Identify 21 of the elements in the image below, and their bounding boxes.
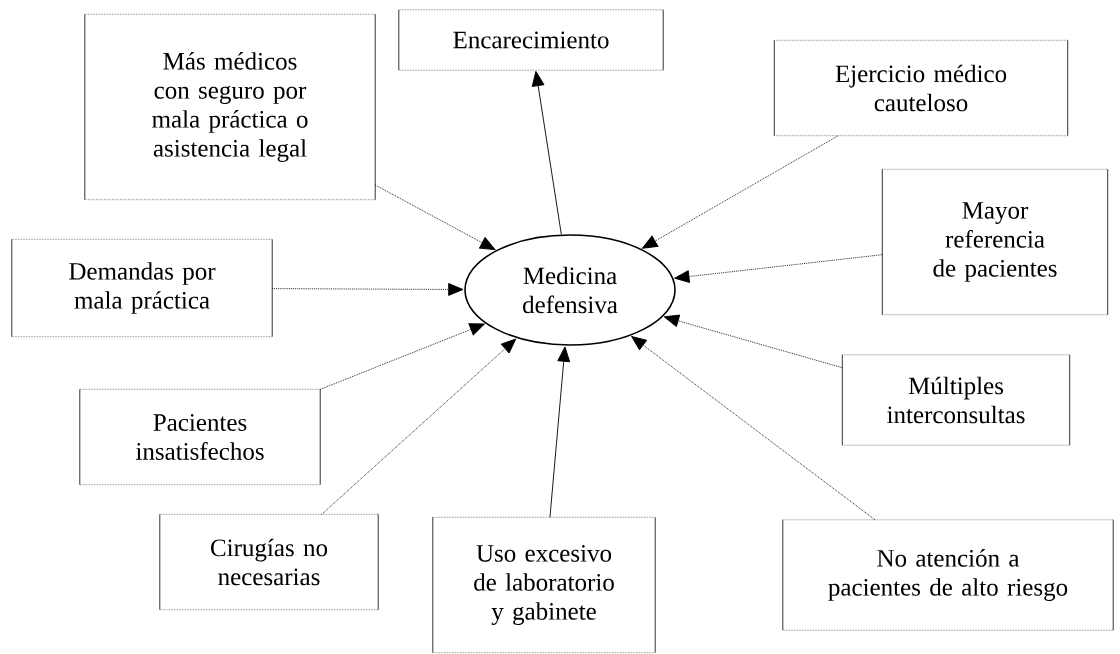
arrow — [663, 314, 843, 369]
arrow — [321, 338, 517, 515]
arrow — [271, 283, 464, 296]
text-box: Demandas por mala práctica — [11, 238, 273, 338]
arrow — [549, 346, 571, 518]
text-box: Más médicos con seguro por mala práctica o asistencia legal — [84, 13, 376, 201]
text-box: No atención a pacientes de alto riesgo — [782, 519, 1114, 631]
text-box: Cirugías no necesarias — [159, 513, 379, 611]
text-box: Mayor referencia de pacientes — [881, 168, 1109, 316]
arrow — [631, 336, 876, 521]
arrow — [674, 254, 883, 283]
ellipse-node: Medicina defensiva — [464, 234, 676, 346]
text-box: Pacientes insatisfechos — [79, 388, 321, 486]
text-box: Uso excesivo de laboratorio y gabinete — [432, 516, 656, 654]
arrow — [319, 323, 485, 390]
arrow — [642, 135, 839, 249]
text-box: Ejercicio médico cauteloso — [773, 39, 1069, 137]
text-box: Encarecimiento — [398, 9, 664, 71]
arrow — [531, 70, 562, 235]
arrow — [374, 184, 496, 251]
text-box: Múltiples interconsultas — [841, 354, 1071, 446]
